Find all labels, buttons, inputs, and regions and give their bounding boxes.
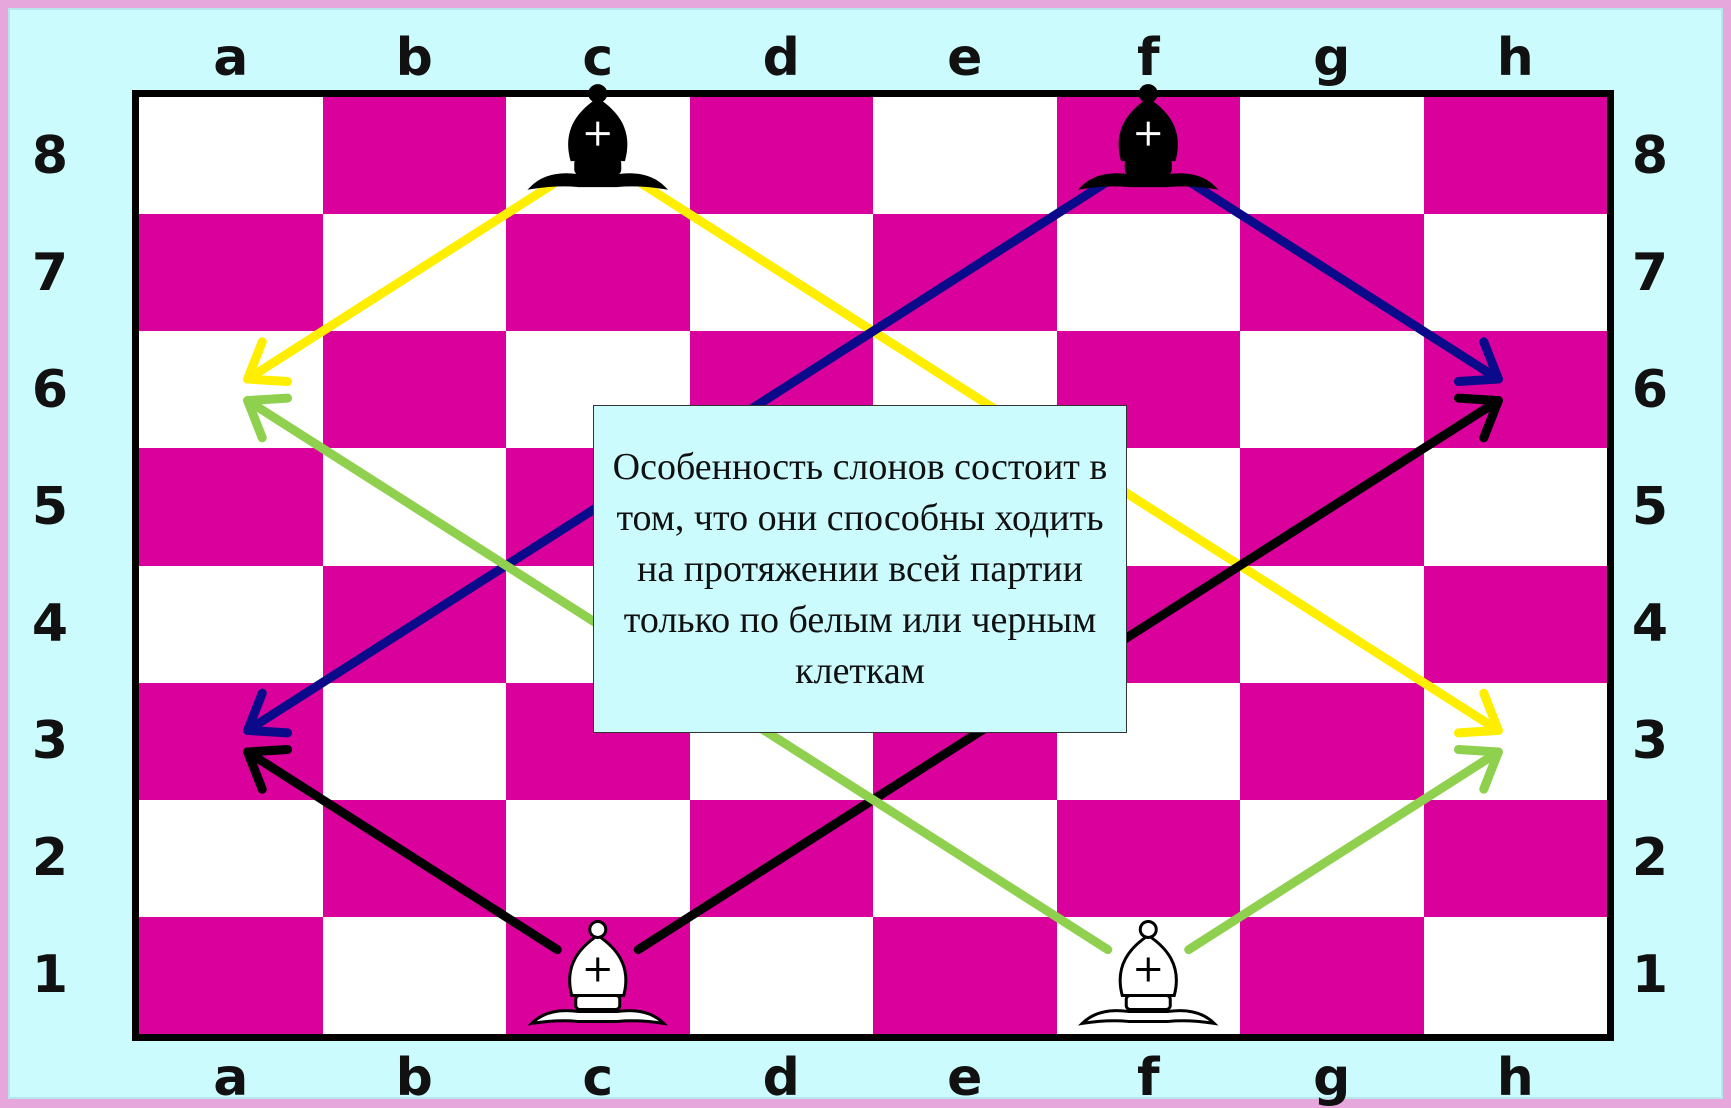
- arrow-f1-h3: [1189, 750, 1499, 950]
- arrow-c8-a6: [248, 181, 558, 381]
- arrow-f8-h6: [1189, 181, 1499, 381]
- white-bishop-icon: [1082, 921, 1214, 1023]
- callout-box: Особенность слонов состоит в том, что он…: [593, 405, 1127, 733]
- arrow-c1-a3: [248, 750, 558, 950]
- black-bishop-icon: [532, 86, 664, 188]
- black-bishop-icon: [1082, 86, 1214, 188]
- callout-text: Особенность слонов состоит в том, что он…: [606, 442, 1114, 697]
- white-bishop-icon: [532, 921, 664, 1023]
